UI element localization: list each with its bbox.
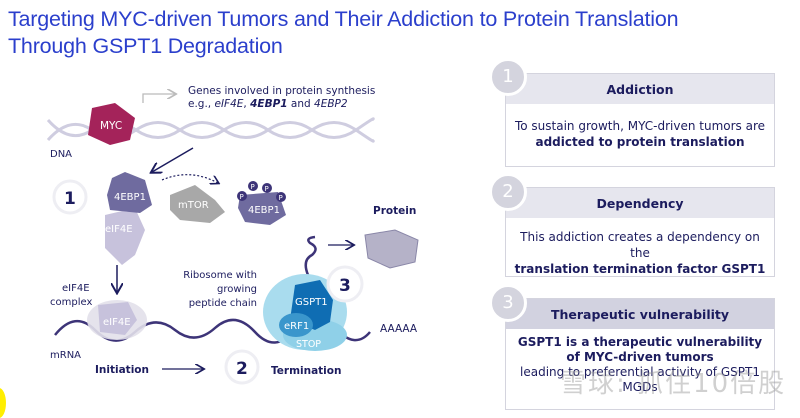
myc-label: MYC [100, 120, 122, 132]
eif4e-protein [105, 208, 145, 265]
panel-text-2: MGDs [622, 380, 658, 394]
myc-protein [88, 103, 135, 145]
genes-arrow [142, 94, 175, 103]
panel-therapeutic-vulnerability: Therapeutic vulnerability GSPT1 is a the… [505, 298, 775, 410]
panel-body: This addiction creates a dependency on t… [506, 218, 774, 291]
stop-codon-label: STOP [296, 339, 321, 350]
panel-2-number: 2 [489, 173, 527, 211]
panel-bold-text: GSPT1 is a therapeutic vulnerability [517, 335, 763, 349]
dna-label: DNA [50, 149, 72, 160]
svg-text:P: P [265, 185, 269, 193]
panel-body: GSPT1 is a therapeutic vulnerability of … [506, 329, 774, 409]
eif4e-bound-label: eIF4E [103, 317, 131, 328]
genes-label: Genes involved in protein synthesis [188, 85, 375, 97]
folded-protein [364, 229, 419, 269]
panel-bold-text-2: of MYC-driven tumors [566, 350, 714, 364]
termination-label: Termination [271, 365, 341, 377]
mtor-protein [170, 185, 225, 223]
eif4e-bound [98, 302, 137, 335]
phosphate-groups: P P P P [237, 181, 286, 202]
phospho-4ebp1-label: 4EBP1 [248, 205, 280, 216]
polya-tail-label: AAAAA [380, 323, 418, 335]
panel-addiction: Addiction To sustain growth, MYC-driven … [505, 73, 775, 167]
step-2-circle [224, 349, 260, 385]
panel-text: To sustain growth, MYC-driven tumors are [514, 119, 766, 133]
title-line-2: Through GSPT1 Degradation [8, 34, 283, 58]
4ebp1-label: 4EBP1 [114, 192, 146, 203]
4ebp1-protein [107, 172, 152, 213]
mrna-label: mRNA [50, 350, 81, 361]
gspt1-label: GSPT1 [295, 297, 328, 308]
panel-bold-text: translation termination factor GSPT1 [514, 262, 766, 276]
complex-label-2: complex [50, 297, 92, 308]
mechanism-diagram: Genes involved in protein synthesis e.g.… [46, 85, 419, 385]
ribosome-label-2: growing [217, 284, 257, 295]
svg-text:P: P [251, 183, 255, 191]
panel-bold-text: addicted to protein translation [535, 135, 745, 149]
step-3-label: 3 [339, 276, 351, 296]
page-title: Targeting MYC-driven Tumors and Their Ad… [8, 6, 679, 60]
eif4e-label: eIF4E [105, 224, 133, 235]
panel-text: leading to preferential activity of GSPT… [520, 365, 760, 379]
arrow-to-4ebp1 [152, 147, 194, 172]
initiation-label: Initiation [95, 364, 149, 376]
genes-examples: e.g., eIF4E, 4EBP1 and 4EBP2 [188, 98, 348, 110]
panel-3-number: 3 [489, 284, 527, 322]
panel-heading: Therapeutic vulnerability [506, 299, 774, 329]
mtor-label: mTOR [178, 200, 209, 211]
ribosome-label-1: Ribosome with [183, 270, 257, 281]
panel-1-number: 1 [489, 58, 527, 96]
svg-text:P: P [279, 194, 283, 202]
step-2-label: 2 [236, 359, 248, 379]
erf1-label: eRF1 [284, 321, 309, 332]
title-line-1: Targeting MYC-driven Tumors and Their Ad… [8, 7, 679, 31]
panel-dependency: Dependency This addiction creates a depe… [505, 187, 775, 277]
panel-heading: Addiction [506, 74, 774, 104]
protein-label: Protein [373, 205, 416, 217]
peptide-chain [304, 235, 317, 276]
step-1-circle [52, 179, 88, 215]
erf1-protein [279, 313, 313, 337]
step-3-circle [326, 265, 364, 303]
phospho-4ebp1-protein [238, 192, 286, 225]
phosphorylation-arrow [161, 174, 218, 183]
panel-text: This addiction creates a dependency on t… [520, 230, 760, 260]
svg-text:P: P [240, 193, 244, 201]
step-1-label: 1 [64, 189, 76, 209]
panel-heading: Dependency [506, 188, 774, 218]
complex-label-1: eIF4E [62, 283, 90, 294]
cursor-highlight [0, 388, 6, 418]
panel-body: To sustain growth, MYC-driven tumors are… [506, 104, 774, 164]
ribosome-label-3: peptide chain [189, 298, 257, 309]
